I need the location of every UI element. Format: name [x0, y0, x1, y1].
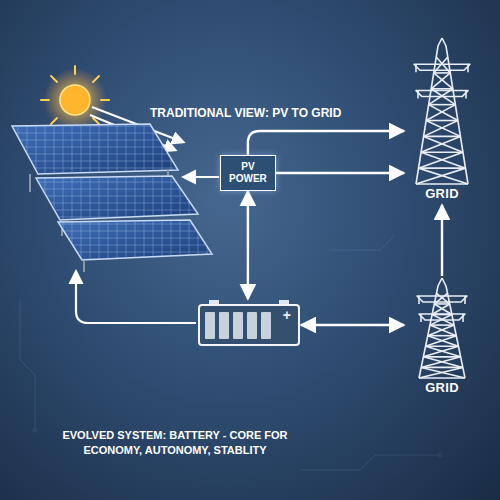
caption-text: EVOLVED SYSTEM: BATTERY - CORE FOR ECONO…	[40, 428, 310, 458]
grid-tower: GRID	[404, 36, 480, 205]
pylon-icon	[410, 36, 474, 186]
process-box: PV POWER	[220, 155, 276, 191]
caption-text: TRADITIONAL VIEW: PV TO GRID	[150, 105, 341, 121]
battery-icon	[197, 299, 301, 347]
flow-arrow	[248, 131, 404, 155]
node-label: GRID	[404, 186, 480, 201]
node-label: PV POWER	[229, 161, 267, 185]
battery-block: +	[197, 299, 301, 347]
circuit-lines	[20, 235, 442, 470]
flow-arrow	[441, 205, 443, 276]
grid-tower: GRID	[404, 276, 480, 399]
panel-links	[76, 177, 219, 323]
pylon-icon	[413, 276, 471, 380]
sun	[41, 66, 109, 134]
flow-arrow	[301, 324, 404, 326]
terminal-sign: +	[283, 307, 291, 323]
node-label: GRID	[404, 380, 480, 395]
flow-arrow	[247, 191, 249, 299]
flow-arrow	[276, 172, 404, 174]
solar-panels	[12, 124, 212, 272]
